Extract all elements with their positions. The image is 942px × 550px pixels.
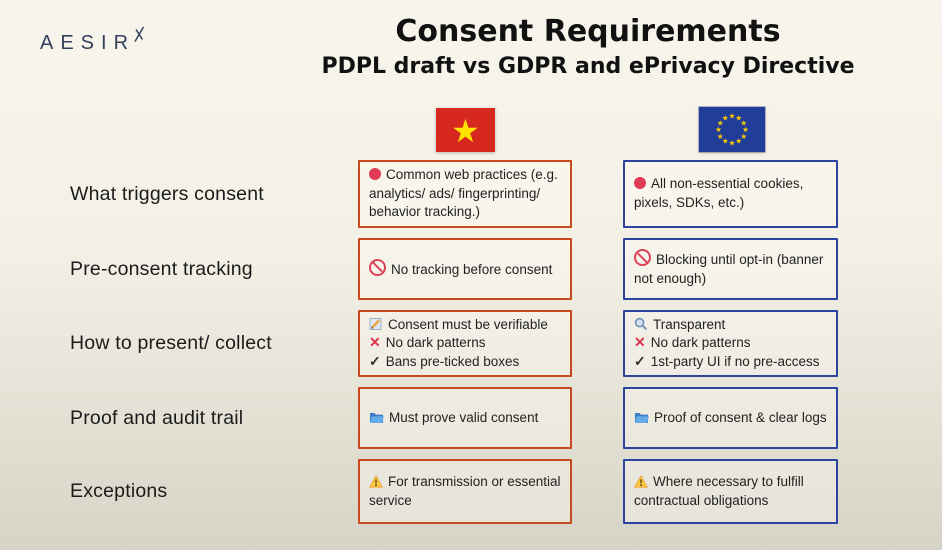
- cell-text: Blocking until opt-in (banner not enough…: [634, 252, 824, 286]
- svg-text:★: ★: [735, 137, 742, 146]
- row-label: Proof and audit trail: [70, 406, 244, 429]
- page-title: Consent Requirements: [395, 14, 781, 49]
- page-subtitle: PDPL draft vs GDPR and ePrivacy Directiv…: [321, 54, 855, 79]
- cell-text: No dark patterns: [385, 335, 486, 351]
- svg-text:★: ★: [715, 125, 722, 134]
- x-icon: [369, 335, 381, 350]
- red-circle-icon: [369, 168, 381, 181]
- svg-text:★: ★: [729, 112, 736, 121]
- cell-text: Where necessary to fulfill contractual o…: [634, 473, 804, 508]
- memo-icon: [369, 317, 383, 331]
- warning-icon: [634, 474, 648, 488]
- magnifier-icon: [634, 317, 648, 331]
- vn-cell-proof: Must prove valid consent: [358, 387, 572, 449]
- red-circle-icon: [634, 177, 646, 190]
- check-icon: [369, 354, 381, 369]
- svg-text:★: ★: [722, 137, 729, 146]
- table-row: What triggers consent Common web practic…: [0, 160, 942, 228]
- vn-cell-triggers: Common web practices (e.g. analytics/ ad…: [358, 160, 572, 228]
- eu-cell-exceptions: Where necessary to fulfill contractual o…: [623, 459, 838, 524]
- title-block: Consent Requirements PDPL draft vs GDPR …: [248, 14, 928, 79]
- row-label: Exceptions: [70, 480, 168, 502]
- row-label: How to present/ collect: [70, 332, 272, 354]
- cell-text: 1st-party UI if no pre-access: [650, 353, 820, 369]
- svg-text:★: ★: [740, 132, 747, 141]
- cell-text: Common web practices (e.g. analytics/ ad…: [369, 167, 558, 220]
- aesirx-logo: AESIR: [40, 26, 145, 55]
- cell-text: No tracking before consent: [391, 261, 553, 277]
- row-label: What triggers consent: [70, 182, 264, 205]
- cell-text: Consent must be verifiable: [388, 316, 548, 332]
- logo-text: AESIR: [40, 32, 136, 54]
- cell-text: Bans pre-ticked boxes: [385, 353, 520, 369]
- vn-cell-present: Consent must be verifiable No dark patte…: [358, 310, 572, 377]
- svg-text:★: ★: [451, 112, 480, 150]
- x-icon: [634, 335, 646, 350]
- prohibited-icon: [634, 249, 651, 267]
- cell-text: For transmission or essential service: [369, 473, 561, 508]
- cell-text: All non-essential cookies, pixels, SDKs,…: [634, 176, 804, 210]
- eu-cell-preconsent: Blocking until opt-in (banner not enough…: [623, 238, 838, 300]
- svg-text:★: ★: [740, 118, 747, 127]
- cell-text: No dark patterns: [650, 335, 751, 351]
- table-row: Exceptions For transmission or essential…: [0, 459, 942, 524]
- comparison-table: What triggers consent Common web practic…: [0, 160, 942, 534]
- eu-flag: ★ ★ ★ ★ ★ ★ ★ ★ ★ ★ ★ ★: [699, 107, 765, 152]
- folder-icon: [634, 411, 649, 424]
- vn-cell-preconsent: No tracking before consent: [358, 238, 572, 300]
- cell-text: Transparent: [653, 316, 726, 332]
- svg-text:★: ★: [717, 118, 724, 127]
- x-mark-icon: [133, 26, 145, 50]
- row-label: Pre-consent tracking: [70, 257, 253, 280]
- cell-text: Proof of consent & clear logs: [654, 409, 827, 425]
- cell-text: Must prove valid consent: [389, 409, 539, 425]
- svg-text:★: ★: [742, 125, 749, 134]
- prohibited-icon: [369, 258, 386, 276]
- svg-text:★: ★: [729, 139, 736, 148]
- table-row: How to present/ collect Consent must be …: [0, 310, 942, 377]
- table-row: Proof and audit trail Must prove valid c…: [0, 387, 942, 449]
- svg-text:★: ★: [735, 113, 742, 122]
- warning-icon: [369, 474, 383, 488]
- table-row: Pre-consent tracking No tracking before …: [0, 238, 942, 300]
- eu-cell-triggers: All non-essential cookies, pixels, SDKs,…: [623, 160, 838, 228]
- eu-cell-proof: Proof of consent & clear logs: [623, 387, 838, 449]
- svg-text:★: ★: [717, 132, 724, 141]
- eu-cell-present: Transparent No dark patterns 1st-party U…: [623, 310, 838, 377]
- svg-text:★: ★: [722, 113, 729, 122]
- folder-icon: [369, 411, 384, 424]
- vietnam-flag: ★: [436, 108, 495, 152]
- check-icon: [634, 354, 646, 369]
- vn-cell-exceptions: For transmission or essential service: [358, 459, 572, 524]
